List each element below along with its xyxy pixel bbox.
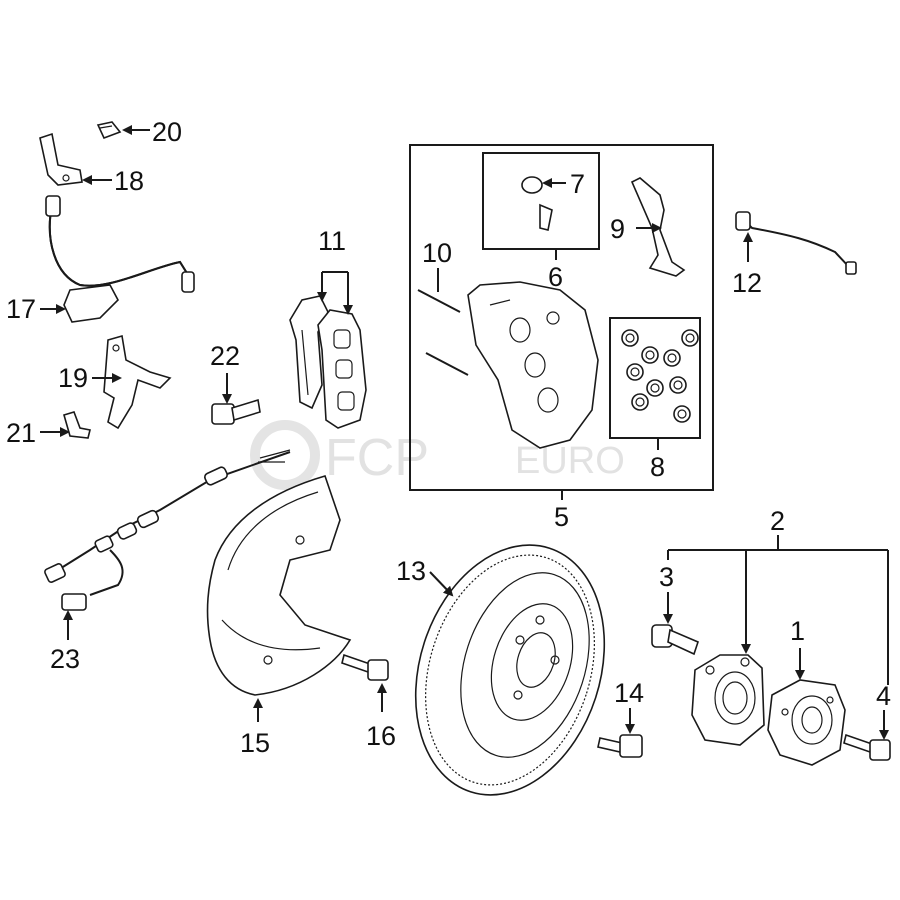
- arrow-icon: [429, 571, 454, 597]
- bolt-part-14: [597, 734, 643, 758]
- caliper-part-5: [467, 281, 599, 449]
- seal-kit-box: [609, 317, 701, 439]
- hub-part-1: [767, 679, 846, 766]
- part-label-15: 15: [240, 728, 270, 758]
- part-label-19: 19: [58, 363, 88, 393]
- part-label-22: 22: [210, 341, 240, 371]
- watermark: FCP EURO: [250, 420, 625, 490]
- sensor-wire-part-12: [735, 211, 857, 275]
- part-label-13: 13: [396, 556, 426, 586]
- part-label-9: 9: [610, 214, 625, 244]
- dust-shield-part-15: [206, 475, 352, 696]
- bracket-part-19: [103, 334, 172, 430]
- part-label-21: 21: [6, 418, 36, 448]
- part-label-20: 20: [152, 117, 182, 147]
- bolt-part-3: [651, 624, 699, 656]
- part-label-1: 1: [790, 616, 805, 646]
- bolt-part-4: [843, 733, 891, 761]
- part-label-6: 6: [548, 262, 563, 292]
- bearing-part-2: [691, 654, 765, 746]
- bracket-part-18: [39, 132, 83, 186]
- seals-part-8: [621, 329, 699, 423]
- sensor-harness-part-23: [44, 449, 291, 611]
- brake-hose-part-17: [45, 195, 195, 323]
- part-label-11: 11: [318, 226, 346, 256]
- bolt-part-7: [521, 176, 553, 231]
- part-label-14: 14: [614, 678, 644, 708]
- part-label-16: 16: [366, 721, 396, 751]
- part-label-23: 23: [50, 644, 80, 674]
- clip-part-21: [63, 411, 91, 439]
- part-label-3: 3: [659, 562, 674, 592]
- clip-part-20: [96, 121, 122, 140]
- bolt-part-16: [341, 653, 389, 681]
- watermark-suffix: EURO: [515, 440, 625, 482]
- wear-sensor-part-22: [211, 398, 261, 425]
- brake-pads-part-11: [289, 295, 367, 429]
- pins-part-10: [417, 289, 469, 376]
- part-label-18: 18: [114, 166, 144, 196]
- brake-rotor-part-13: [414, 544, 606, 796]
- part-label-10: 10: [422, 238, 452, 268]
- part-label-4: 4: [876, 681, 891, 711]
- part-label-7: 7: [570, 169, 585, 199]
- bolt-kit-box: [482, 152, 600, 250]
- part-label-12: 12: [732, 268, 762, 298]
- part-label-5: 5: [554, 502, 569, 532]
- part-label-2: 2: [770, 506, 785, 536]
- part-label-8: 8: [650, 452, 665, 482]
- watermark-brand: FCP: [325, 429, 429, 487]
- part-label-17: 17: [6, 294, 36, 324]
